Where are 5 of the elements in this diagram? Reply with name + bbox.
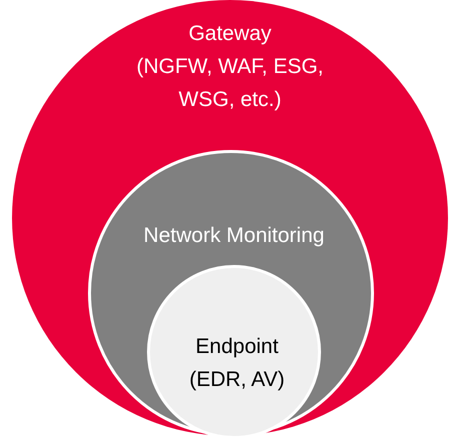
node-sublabel: (NGFW, WAF, ESG, WSG, etc.)	[135, 54, 325, 113]
node-sublabel: (EDR, AV)	[188, 367, 286, 393]
node-label: Endpoint	[194, 334, 280, 360]
node-label: Gateway	[188, 21, 272, 47]
node-label: Network Monitoring	[142, 223, 326, 249]
